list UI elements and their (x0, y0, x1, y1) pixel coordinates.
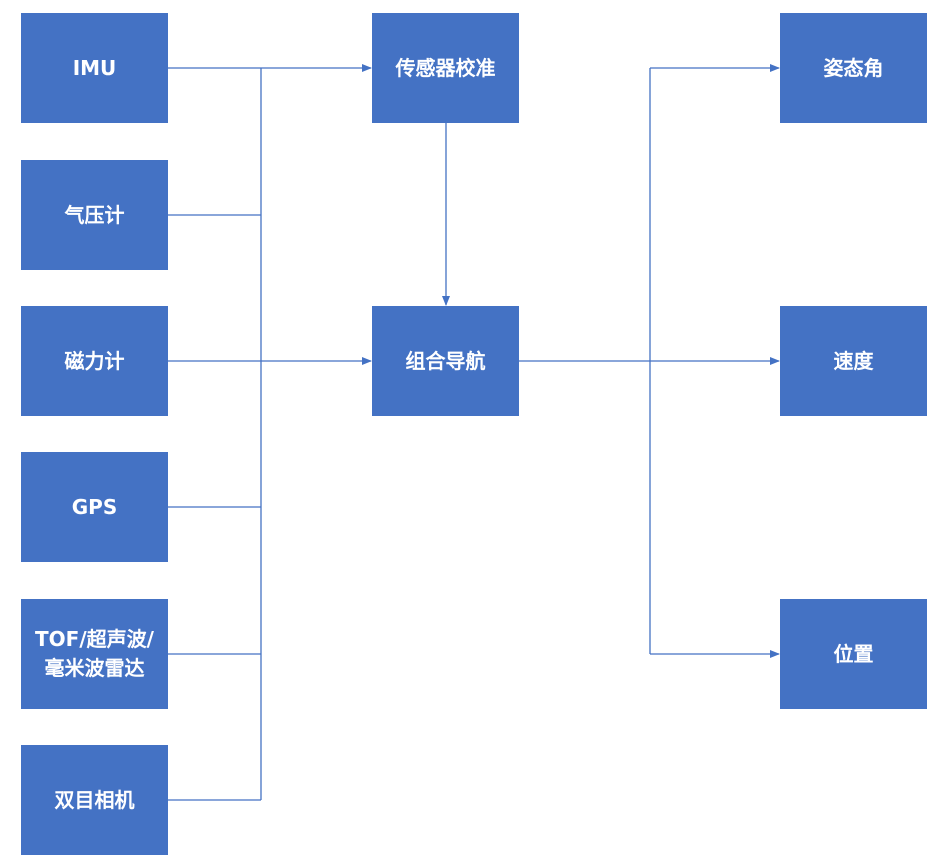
node-ranging-sensors: TOF/超声波/ 毫米波雷达 (21, 599, 168, 709)
node-stereo-camera-label: 双目相机 (54, 787, 135, 812)
node-sensor-calibration: 传感器校准 (372, 13, 519, 123)
node-ranging-label-line1: TOF/超声波/ (35, 627, 154, 651)
node-sensor-calibration-label: 传感器校准 (395, 55, 496, 80)
node-magnetometer: 磁力计 (21, 306, 168, 416)
node-gps: GPS (21, 452, 168, 562)
node-magnetometer-label: 磁力计 (64, 348, 125, 373)
node-velocity: 速度 (780, 306, 927, 416)
node-position: 位置 (780, 599, 927, 709)
node-attitude: 姿态角 (780, 13, 927, 123)
node-integrated-navigation-label: 组合导航 (405, 348, 486, 373)
node-ranging-label-line2: 毫米波雷达 (44, 656, 145, 680)
node-integrated-navigation: 组合导航 (372, 306, 519, 416)
node-stereo-camera: 双目相机 (21, 745, 168, 855)
node-barometer-label: 气压计 (64, 202, 125, 227)
node-gps-label: GPS (71, 494, 118, 519)
node-ranging-label: TOF/超声波/ 毫米波雷达 (35, 625, 154, 683)
node-imu: IMU (21, 13, 168, 123)
node-barometer: 气压计 (21, 160, 168, 270)
node-attitude-label: 姿态角 (823, 55, 884, 80)
node-velocity-label: 速度 (833, 348, 874, 373)
node-imu-label: IMU (72, 55, 117, 80)
node-position-label: 位置 (833, 641, 874, 666)
